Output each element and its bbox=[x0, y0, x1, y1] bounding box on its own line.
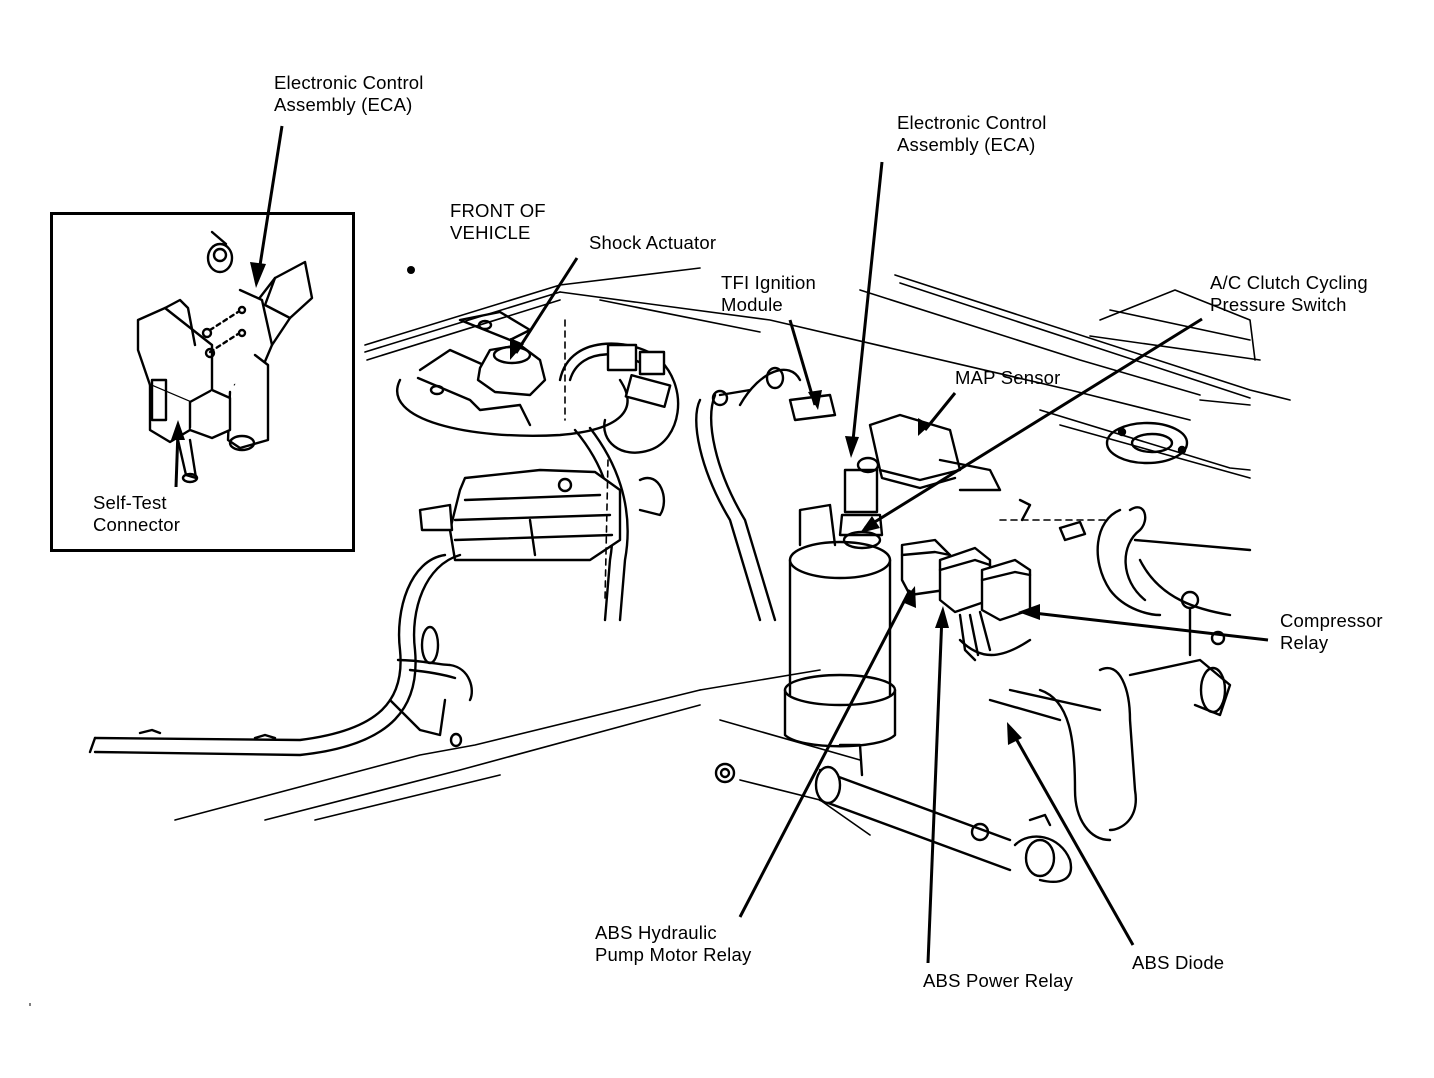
arrowhead-abs-power-relay bbox=[935, 606, 949, 628]
leader-inset-eca bbox=[256, 125, 284, 279]
label-self-test-line1: Self-Test bbox=[93, 492, 167, 513]
label-front-line2: VEHICLE bbox=[450, 222, 531, 243]
leader-map-sensor bbox=[923, 392, 957, 431]
arrowhead-self-test bbox=[171, 420, 185, 440]
label-eca-line1: Electronic Control bbox=[897, 112, 1047, 133]
leader-tfi-module bbox=[788, 319, 817, 406]
label-self-test-connector: Self-Test Connector bbox=[93, 492, 180, 536]
label-abs-diode: ABS Diode bbox=[1132, 952, 1224, 974]
label-tfi-line2: Module bbox=[721, 294, 783, 315]
leader-shock-actuator bbox=[514, 257, 579, 354]
arrowhead-abs-hydraulic bbox=[902, 586, 916, 608]
arrowhead-inset-eca bbox=[250, 262, 266, 288]
leader-abs-diode bbox=[1008, 727, 1135, 946]
label-map-sensor-text: MAP Sensor bbox=[955, 367, 1061, 388]
leader-ac-switch bbox=[864, 317, 1203, 530]
leader-compressor-relay bbox=[1024, 610, 1269, 642]
arrowhead-eca bbox=[845, 436, 859, 458]
label-inset-eca-line1: Electronic Control bbox=[274, 72, 424, 93]
label-abs-hydraulic-line2: Pump Motor Relay bbox=[595, 944, 752, 965]
label-abs-diode-text: ABS Diode bbox=[1132, 952, 1225, 973]
engine-compartment-art bbox=[88, 266, 1291, 883]
label-eca: Electronic Control Assembly (ECA) bbox=[897, 112, 1047, 156]
label-eca-line2: Assembly (ECA) bbox=[897, 134, 1036, 155]
main-leaders bbox=[510, 161, 1269, 964]
label-ac-line2: Pressure Switch bbox=[1210, 294, 1347, 315]
label-front-of-vehicle: FRONT OF VEHICLE bbox=[450, 200, 546, 244]
label-self-test-line2: Connector bbox=[93, 514, 181, 535]
label-ac-clutch-switch: A/C Clutch Cycling Pressure Switch bbox=[1210, 272, 1368, 316]
inset-eca-drawing bbox=[136, 230, 314, 484]
label-abs-power-relay: ABS Power Relay bbox=[923, 970, 1073, 992]
label-abs-power-relay-text: ABS Power Relay bbox=[923, 970, 1074, 991]
front-marker-dot bbox=[407, 266, 415, 274]
label-compressor-line1: Compressor bbox=[1280, 610, 1383, 631]
label-map-sensor: MAP Sensor bbox=[955, 367, 1061, 389]
label-tfi-ignition-module: TFI Ignition Module bbox=[721, 272, 816, 316]
label-ac-line1: A/C Clutch Cycling bbox=[1210, 272, 1368, 293]
arrowhead-ac-switch bbox=[860, 516, 880, 533]
label-shock-actuator: Shock Actuator bbox=[589, 232, 716, 254]
label-compressor-line2: Relay bbox=[1280, 632, 1329, 653]
label-shock-actuator-text: Shock Actuator bbox=[589, 232, 717, 253]
leader-abs-power-relay bbox=[926, 614, 944, 964]
label-inset-eca-line2: Assembly (ECA) bbox=[274, 94, 413, 115]
arrowhead-map-sensor bbox=[918, 418, 930, 436]
arrowhead-abs-diode bbox=[1007, 722, 1022, 745]
label-abs-hydraulic-line1: ABS Hydraulic bbox=[595, 922, 717, 943]
label-abs-hydraulic-pump-relay: ABS Hydraulic Pump Motor Relay bbox=[595, 922, 751, 966]
label-tfi-line1: TFI Ignition bbox=[721, 272, 816, 293]
label-front-line1: FRONT OF bbox=[450, 200, 546, 221]
leader-eca bbox=[850, 161, 884, 451]
leader-abs-hydraulic bbox=[738, 589, 912, 918]
inset-detail-frame bbox=[50, 212, 355, 552]
arrowhead-shock-actuator bbox=[510, 338, 524, 360]
inset-leaders bbox=[171, 125, 284, 488]
arrowhead-tfi-module bbox=[808, 390, 822, 410]
arrowhead-compressor-relay bbox=[1018, 604, 1040, 620]
label-compressor-relay: Compressor Relay bbox=[1280, 610, 1383, 654]
label-inset-eca: Electronic Control Assembly (ECA) bbox=[274, 72, 424, 116]
